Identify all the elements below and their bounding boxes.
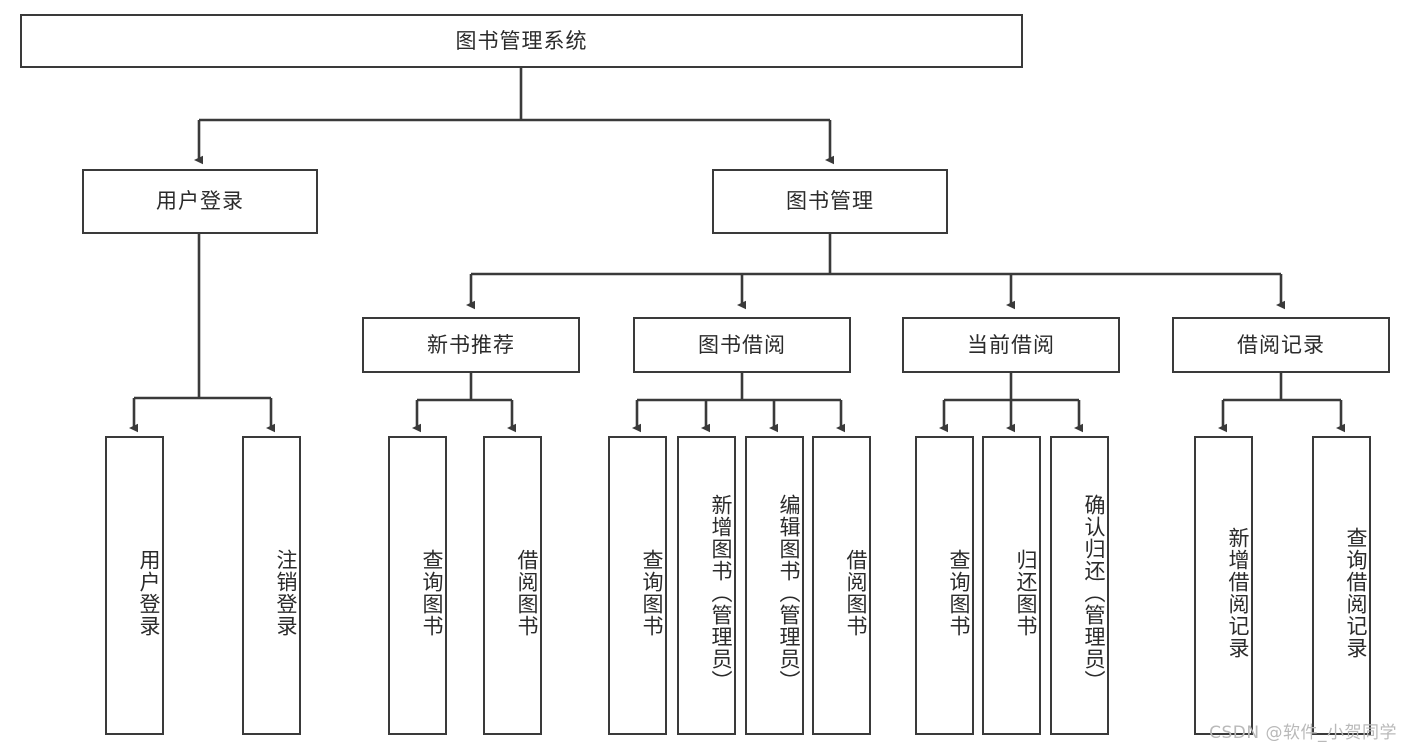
node-user-login[interactable]: 用户登录 [82, 169, 318, 234]
node-current-borrow-label: 当前借阅 [967, 332, 1055, 357]
node-leaf-query-book-1[interactable]: 查询图书 [388, 436, 447, 735]
node-new-book-recommend-label: 新书推荐 [427, 332, 515, 357]
node-leaf-return-book-label: 归还图书 [1014, 548, 1038, 637]
node-leaf-user-login-label: 用户登录 [137, 548, 161, 637]
node-borrow-record[interactable]: 借阅记录 [1172, 317, 1390, 373]
node-leaf-user-logout[interactable]: 注销登录 [242, 436, 301, 735]
node-leaf-return-book[interactable]: 归还图书 [982, 436, 1041, 735]
node-leaf-query-record-label: 查询借阅记录 [1344, 526, 1368, 659]
node-leaf-add-record-label: 新增借阅记录 [1226, 526, 1250, 659]
node-root-label: 图书管理系统 [455, 28, 588, 53]
node-leaf-borrow-book-2[interactable]: 借阅图书 [812, 436, 871, 735]
node-leaf-confirm-return-label: 确认归还（管理员） [1082, 493, 1106, 692]
node-leaf-add-book-label: 新增图书（管理员） [709, 493, 733, 692]
node-leaf-query-book-3[interactable]: 查询图书 [915, 436, 974, 735]
node-book-manage[interactable]: 图书管理 [712, 169, 948, 234]
node-user-login-label: 用户登录 [156, 189, 244, 214]
node-leaf-borrow-book-1[interactable]: 借阅图书 [483, 436, 542, 735]
node-leaf-query-record[interactable]: 查询借阅记录 [1312, 436, 1371, 735]
node-book-borrow[interactable]: 图书借阅 [633, 317, 851, 373]
node-book-manage-label: 图书管理 [786, 189, 874, 214]
node-leaf-query-book-1-label: 查询图书 [420, 548, 444, 637]
node-leaf-user-logout-label: 注销登录 [274, 548, 298, 637]
node-leaf-confirm-return[interactable]: 确认归还（管理员） [1050, 436, 1109, 735]
node-new-book-recommend[interactable]: 新书推荐 [362, 317, 580, 373]
node-leaf-query-book-2[interactable]: 查询图书 [608, 436, 667, 735]
node-leaf-query-book-2-label: 查询图书 [640, 548, 664, 637]
node-book-borrow-label: 图书借阅 [698, 332, 786, 357]
node-leaf-add-book[interactable]: 新增图书（管理员） [677, 436, 736, 735]
node-leaf-edit-book-label: 编辑图书（管理员） [777, 493, 801, 692]
node-leaf-add-record[interactable]: 新增借阅记录 [1194, 436, 1253, 735]
node-root[interactable]: 图书管理系统 [20, 14, 1023, 68]
node-leaf-edit-book[interactable]: 编辑图书（管理员） [745, 436, 804, 735]
node-leaf-user-login[interactable]: 用户登录 [105, 436, 164, 735]
watermark: CSDN @软件_小贺同学 [1209, 723, 1397, 743]
node-leaf-query-book-3-label: 查询图书 [947, 548, 971, 637]
node-leaf-borrow-book-1-label: 借阅图书 [515, 548, 539, 637]
node-current-borrow[interactable]: 当前借阅 [902, 317, 1120, 373]
node-borrow-record-label: 借阅记录 [1237, 332, 1325, 357]
node-leaf-borrow-book-2-label: 借阅图书 [844, 548, 868, 637]
